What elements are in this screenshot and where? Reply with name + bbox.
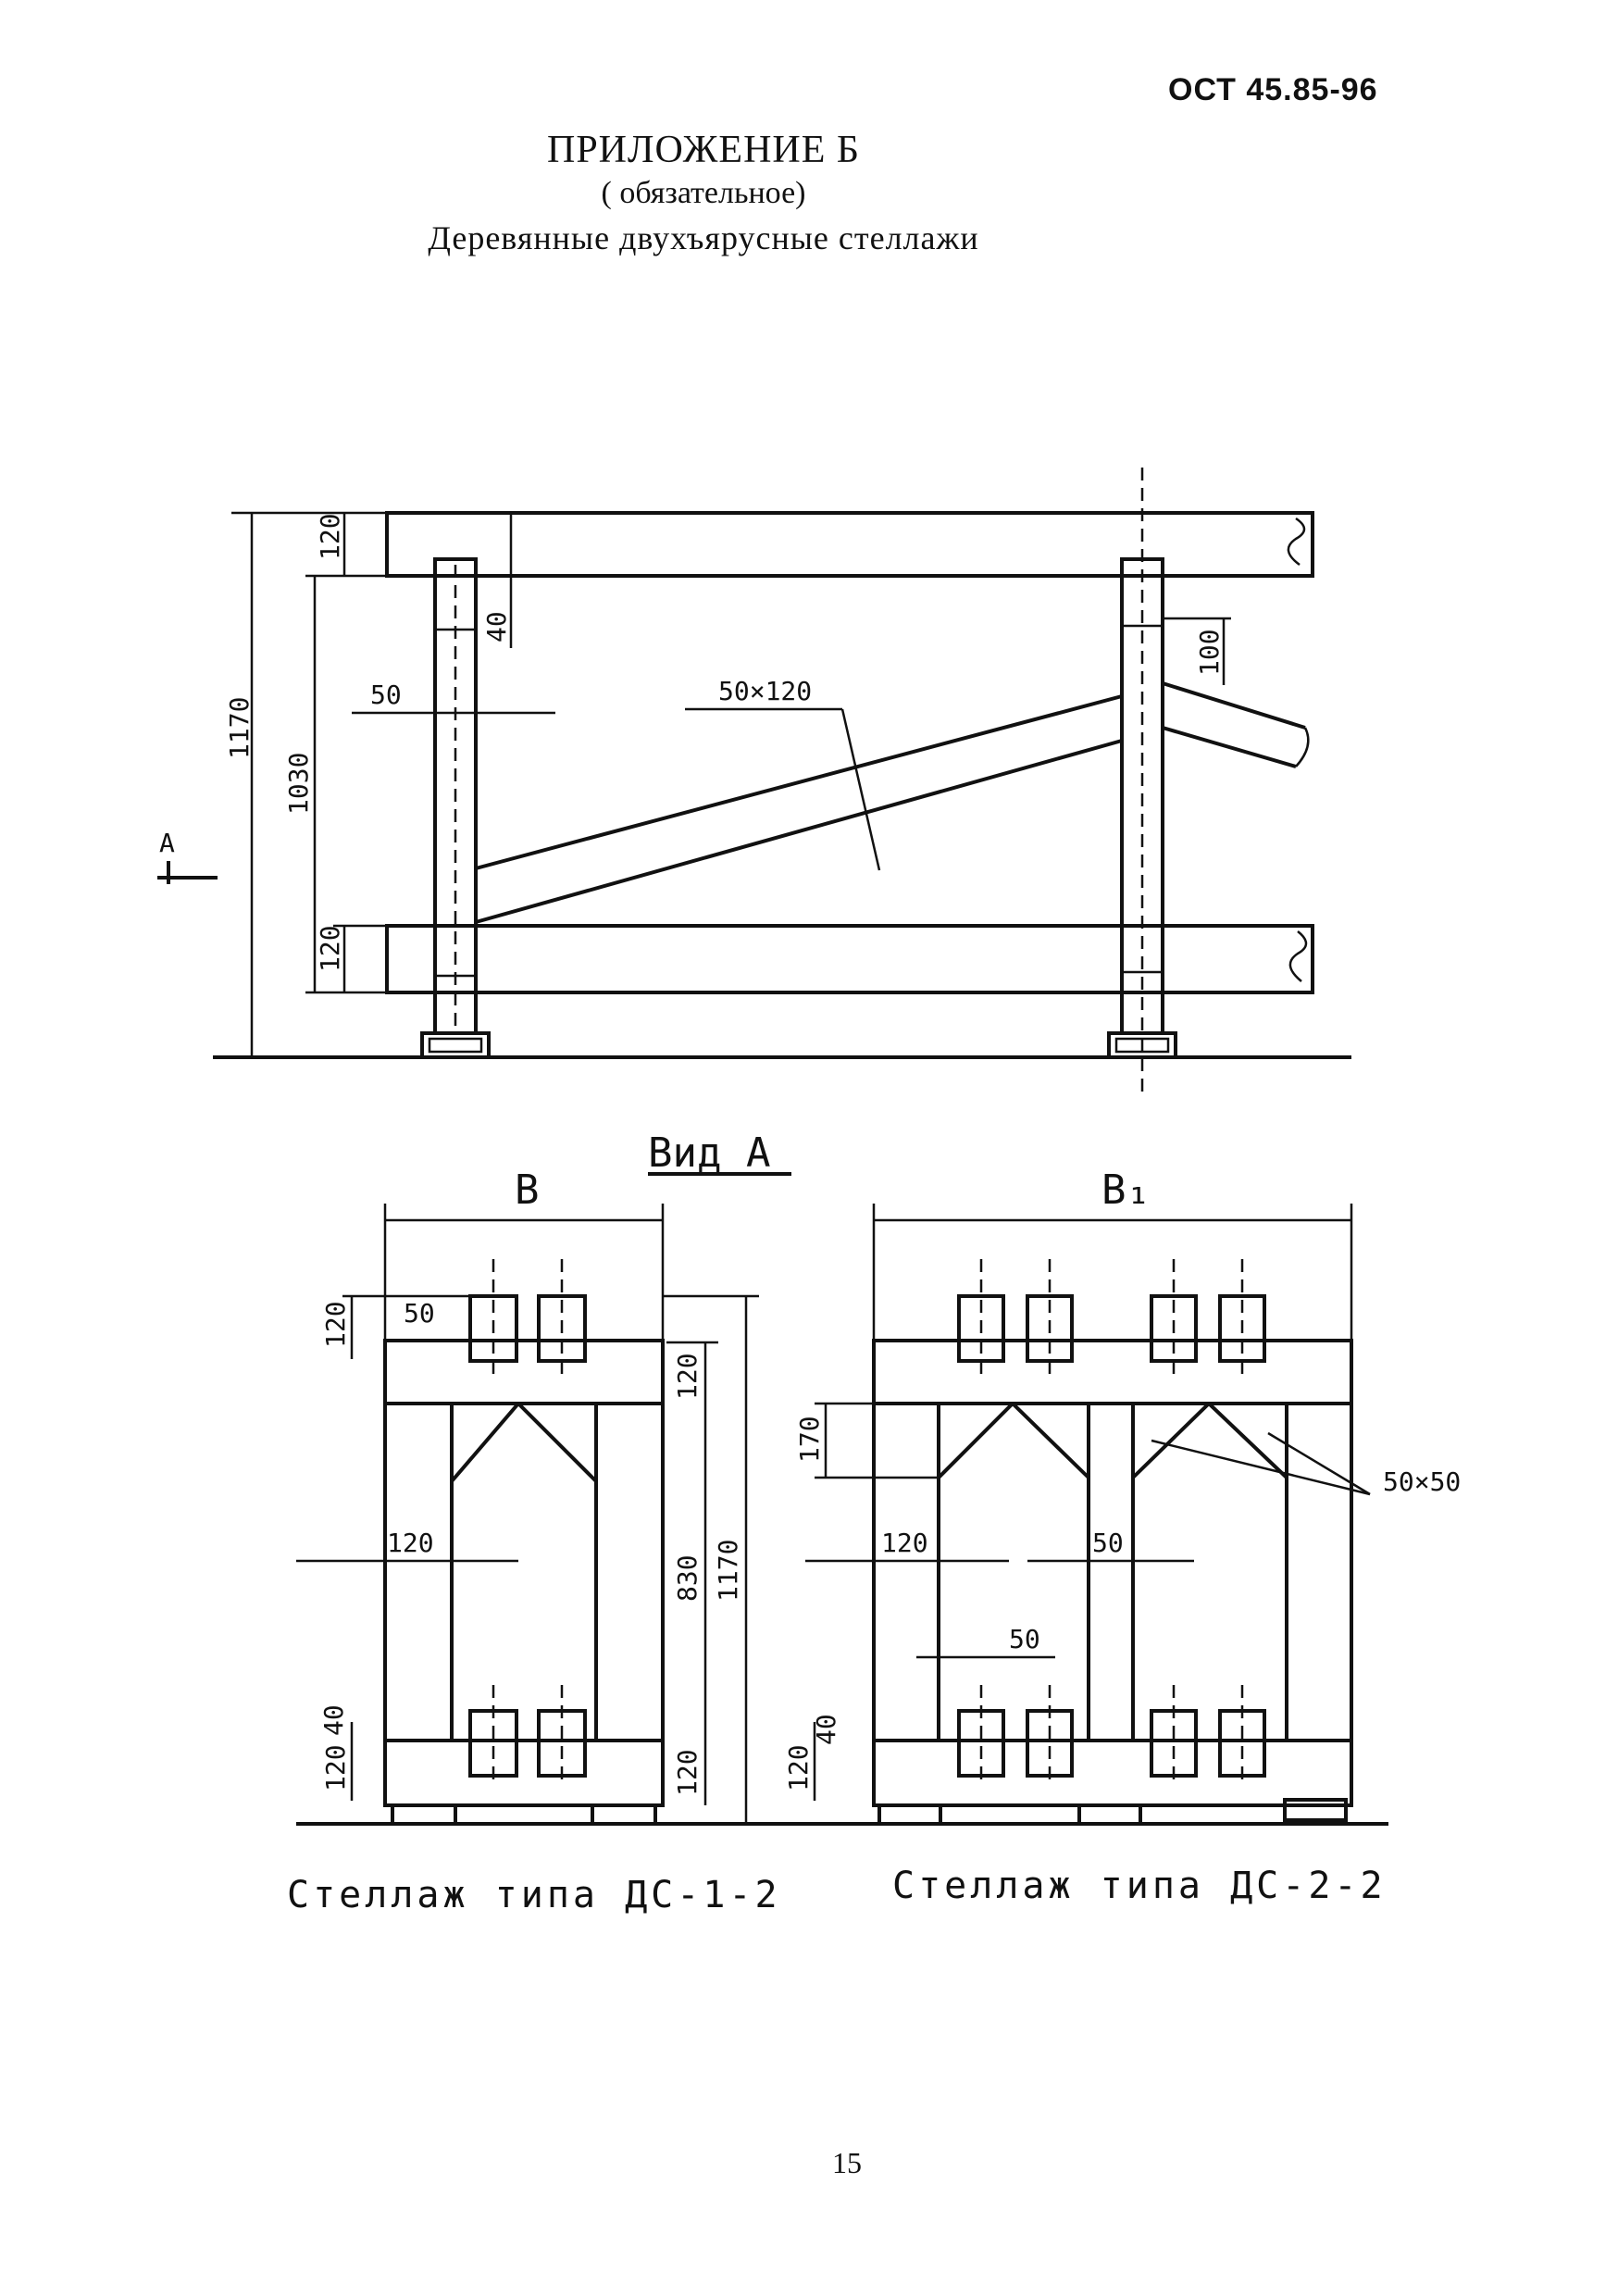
r-bottom-beam-end-3 [1150, 1709, 1198, 1778]
right-post-foot-inner [1114, 1037, 1170, 1054]
right-post-foot [1107, 1031, 1177, 1059]
appendix-subtitle: Деревянные двухъярусные стеллажи [428, 219, 979, 256]
left-frame-outline [383, 1339, 665, 1807]
r-foot-2 [1077, 1803, 1142, 1826]
bottom-board [385, 924, 1314, 994]
dim-total-1170: 1170 [713, 1540, 743, 1602]
dim-bottom-board-120: 120 [315, 925, 345, 972]
dim-post-notch-40: 40 [481, 611, 512, 643]
right-brace-3 [1131, 1402, 1211, 1479]
width-label-b1: В₁ [1101, 1167, 1151, 1214]
left-brace-2 [517, 1402, 598, 1483]
dim-top-gap-50: 50 [404, 1298, 435, 1329]
page-number: 15 [832, 2146, 862, 2179]
diagonal-brace-top-edge [475, 694, 1123, 870]
dim-post-120: 120 [387, 1528, 434, 1558]
right-brace-4 [1207, 1402, 1288, 1479]
dim-bottom-board-120: 120 [320, 1744, 351, 1791]
appendix-title: ПРИЛОЖЕНИЕ Б [546, 129, 860, 171]
right-frame-outline [872, 1339, 1353, 1807]
dim-mid-830: 830 [672, 1554, 703, 1602]
r-bottom-beam-end-1 [957, 1709, 1005, 1778]
dim-brace-section: 50×120 [718, 676, 812, 706]
brace-continuation-top [1162, 681, 1306, 730]
brace-continuation-bottom [1162, 726, 1297, 768]
view-arrow-label: А [159, 828, 175, 858]
left-post-foot-inner [428, 1037, 483, 1054]
left-brace-1 [450, 1402, 520, 1483]
bottom-beam-end-2 [537, 1709, 587, 1778]
r-bottom-beam-end-2 [1026, 1709, 1074, 1778]
left-foot-2 [591, 1803, 657, 1826]
left-foot-1 [391, 1803, 457, 1826]
leader-50x50-2 [1267, 1431, 1371, 1496]
dim-right-top-120: 120 [672, 1353, 703, 1400]
top-board [385, 511, 1314, 578]
brace-leader-diagonal [840, 708, 881, 871]
view-a-title: Вид А [648, 1129, 770, 1177]
r-bottom-beam-end-4 [1218, 1709, 1266, 1778]
break-mark-top [1287, 517, 1306, 567]
r-foot-1 [877, 1803, 942, 1826]
dim-top-board-120: 120 [320, 1301, 351, 1348]
bottom-beam-end-1 [468, 1709, 518, 1778]
caption-ds-2-2: Стеллаж типа ДС-2-2 [892, 1865, 1387, 1907]
caption-ds-1-2: Стеллаж типа ДС-1-2 [287, 1874, 781, 1916]
front-view-ds-1-2: В 120 50 120 120 40 120 830 1170 120 [296, 1167, 1388, 1826]
dim-bottom-board-120-right: 120 [783, 1744, 814, 1791]
left-post-foot [420, 1031, 491, 1059]
dim-brace-offset-100: 100 [1194, 629, 1225, 676]
dim-gap-50: 50 [1009, 1624, 1040, 1654]
dim-top-board-120: 120 [315, 513, 345, 560]
dim-bottom-notch-40: 40 [318, 1704, 349, 1736]
dim-1030: 1030 [283, 753, 314, 815]
dim-post-width-50: 50 [370, 680, 402, 710]
dim-right-bottom-120: 120 [672, 1749, 703, 1796]
width-label-b: В [515, 1167, 540, 1214]
dim-1170: 1170 [224, 697, 255, 759]
dim-brace-height-170: 170 [794, 1416, 825, 1463]
front-view-ds-2-2: В₁ 170 120 50 50 120 40 50×50 [783, 1167, 1461, 1826]
brace-break-mark [1295, 727, 1310, 767]
break-mark-bottom [1288, 930, 1308, 982]
dim-post-120-right: 120 [881, 1528, 928, 1558]
side-view: 1170 1030 120 120 40 50 50×120 100 А [157, 468, 1351, 1092]
right-brace-1 [937, 1402, 1014, 1479]
dim-brace-section-50x50: 50×50 [1383, 1466, 1461, 1497]
right-brace-2 [1011, 1402, 1090, 1479]
diagonal-brace-bottom-edge [475, 739, 1123, 924]
dim-mid-post-50: 50 [1092, 1528, 1124, 1558]
appendix-status: ( обязательное) [601, 176, 806, 210]
dim-bottom-notch-40-right: 40 [811, 1714, 841, 1745]
r-foot-3 [1283, 1798, 1348, 1822]
document-code: ОСТ 45.85-96 [1168, 72, 1378, 107]
leader-50x50-1 [1151, 1439, 1371, 1496]
